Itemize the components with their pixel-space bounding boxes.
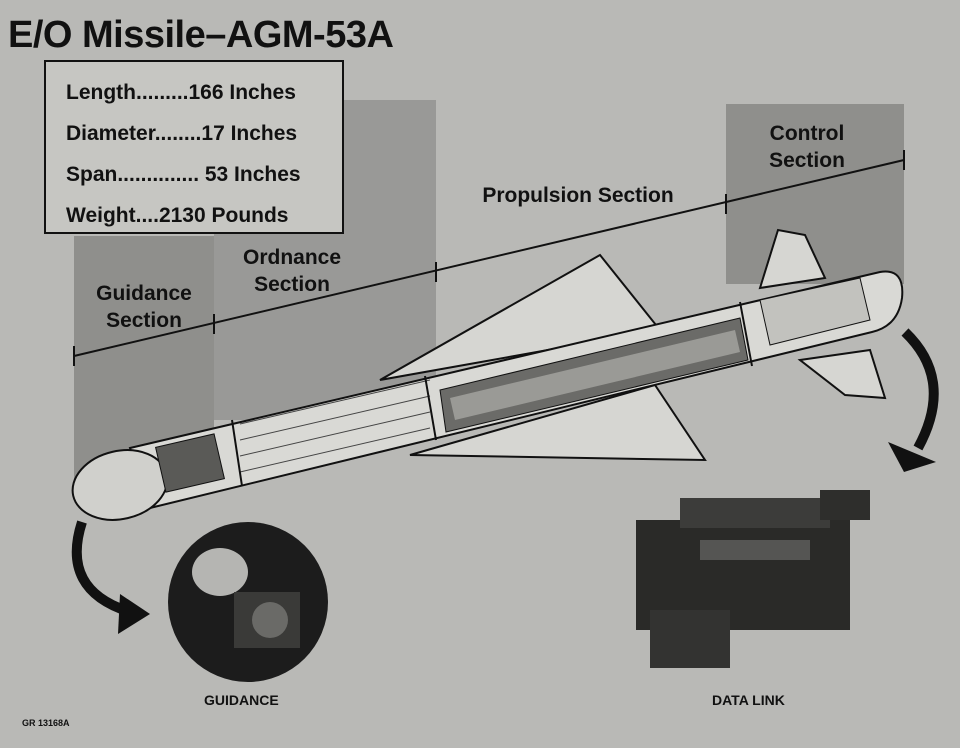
control-section-label: Control Section	[769, 122, 845, 172]
ordnance-section-label: Ordnance Section	[242, 246, 342, 296]
guidance-arrowhead	[118, 594, 150, 634]
lower-wing	[409, 383, 707, 462]
guidance-section-label: Guidance Section	[96, 282, 192, 332]
specifications-box: Length.........166 Inches Diameter......…	[44, 60, 344, 234]
data-link-arrowhead	[888, 442, 936, 472]
spec-length: Length.........166 Inches	[66, 81, 296, 104]
spec-diameter: Diameter........17 Inches	[66, 122, 298, 145]
upper-tail-fin	[758, 228, 827, 290]
reference-code: GR 13168A	[22, 718, 70, 728]
data-link-unit-image	[636, 490, 870, 668]
guidance-arrow	[71, 520, 132, 617]
data-link-caption: DATA LINK	[712, 692, 785, 708]
guidance-unit-image	[168, 522, 328, 682]
page-title: E/O Missile–AGM-53A	[8, 14, 394, 56]
spec-weight: Weight....2130 Pounds	[66, 204, 289, 227]
section-dimension-line	[73, 150, 905, 366]
guidance-caption: GUIDANCE	[204, 692, 279, 708]
spec-span: Span.............. 53 Inches	[66, 163, 301, 186]
upper-wing	[379, 253, 662, 381]
data-link-arrow	[901, 328, 939, 451]
propulsion-section-label: Propulsion Section	[482, 184, 674, 207]
lower-tail-fin	[797, 348, 887, 400]
control-section-band	[726, 104, 904, 284]
missile-body	[71, 270, 904, 521]
